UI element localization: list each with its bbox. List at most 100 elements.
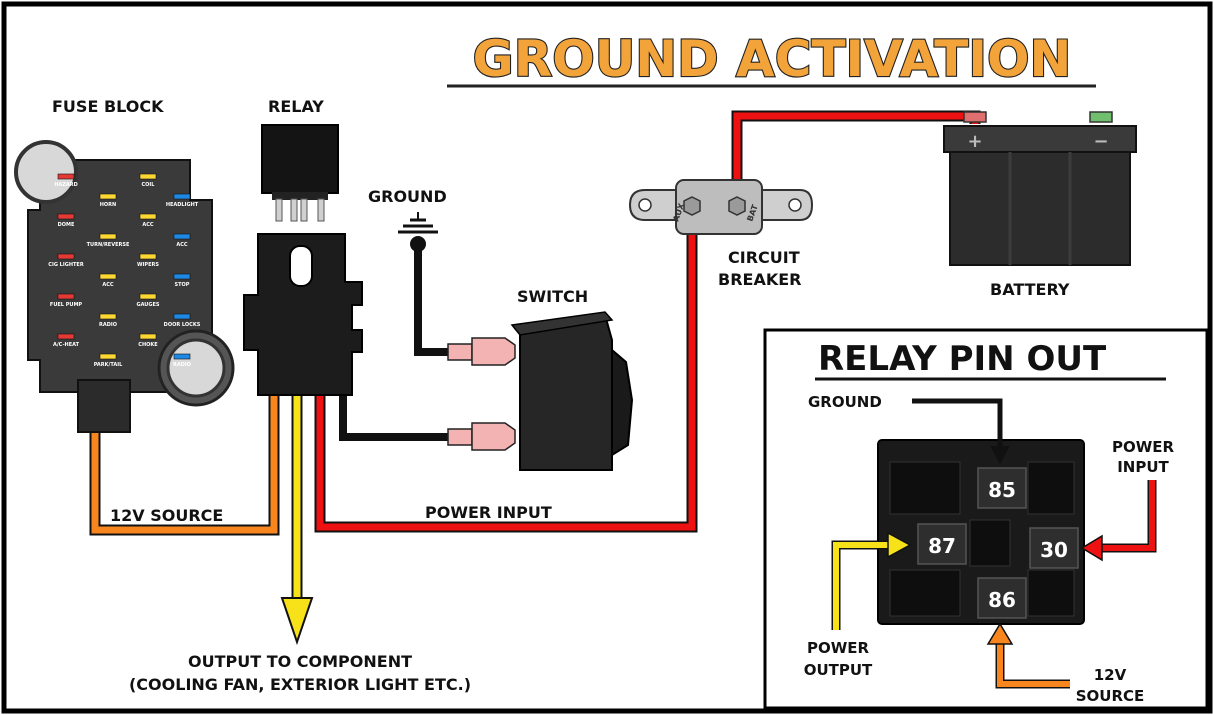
fuse-label: A/C-HEAT [53,342,80,348]
fuse-label: HEADLIGHT [166,202,199,208]
pin-30-label: 30 [1040,538,1068,562]
relay-cube [261,124,339,194]
relay-label: RELAY [268,97,324,116]
circuit-breaker: AUX BAT CIRCUIT BREAKER [628,179,814,289]
ground-symbol: GROUND [368,187,447,252]
fuse [57,253,75,260]
battery-label: BATTERY [990,280,1070,299]
breaker-terminal-bat [728,196,746,216]
power-input-label: POWER INPUT [425,503,552,522]
relay-base [272,192,328,200]
breaker-body [675,179,763,235]
pin-30-slot [1029,527,1079,569]
fuse-block-connector [77,379,131,433]
relay-socket [243,233,363,396]
pinout-power-output-arrow [887,531,912,559]
fuse-label: DOME [58,222,75,228]
fuse [173,193,191,200]
fuse-label: CHOKE [138,342,158,348]
pinout-power-output-line [833,542,890,630]
pinout-source-line [997,642,1070,687]
fuse-label: FUEL PUMP [50,302,83,308]
fuse-label: STOP [175,282,190,288]
pinout-power-input-line1: POWER [1112,438,1175,456]
fuse [99,233,117,240]
pinout-power-output-line2: OUTPUT [804,661,873,679]
fuse [57,173,75,180]
fuse [99,353,117,360]
fuse-label: ACC [176,242,188,248]
battery-negative-post [1089,111,1113,123]
fuse-label: ACC [142,222,154,228]
pinout-ground-line [912,398,1003,448]
wire-relay-switch [339,395,455,441]
fuse-label: PARK/TAIL [94,362,123,368]
fuse-block: HAZARD COIL HORN HEADLIGHT DOME ACC TURN/REVER… [14,97,235,433]
fuse [57,213,75,220]
fuse-grid: HAZARD COIL HORN HEADLIGHT DOME ACC TURN/REVER… [48,173,201,368]
pinout-ground-arrow [990,446,1010,464]
pinout-power-input-line [1100,480,1155,551]
fuse-label: HAZARD [54,182,78,188]
fuse [57,293,75,300]
fuse-block-mount-bottom [166,338,226,398]
wire-power-input [316,212,696,531]
fuse-label: HORN [100,202,116,208]
fuse [57,333,75,340]
fuse-label: WIPERS [137,262,159,268]
ground-label: GROUND [368,187,447,206]
fuse [139,173,157,180]
breaker-label-line1: CIRCUIT [728,248,800,267]
fuse [173,313,191,320]
relay-socket-latch [289,245,313,287]
pin-85-label: 85 [988,478,1016,502]
switch-connector-bottom [447,422,516,451]
switch-label: SWITCH [517,287,588,306]
switch-bezel [510,311,614,336]
page-title: GROUND ACTIVATION [473,30,1072,88]
pin-87-label: 87 [928,534,956,558]
fuse-label: DOOR LOCKS [164,322,201,328]
switch-rocker [611,347,634,457]
fuse [173,273,191,280]
pinout-source-line1: 12V [1094,666,1127,684]
pinout-title: RELAY PIN OUT [818,339,1107,379]
relay: RELAY [243,97,363,396]
battery-case [949,151,1131,266]
relay-pins [275,198,325,222]
fuse-label: CIG LIGHTER [48,262,84,268]
fuse [99,273,117,280]
pin-86-slot [977,577,1027,619]
breaker-label-line2: BREAKER [718,270,801,289]
switch-connector-top [447,337,516,366]
switch-body [519,313,613,471]
pinout-ground-label: GROUND [808,393,882,411]
fuse-label: TURN/REVERSE [87,242,130,248]
fuse [99,193,117,200]
fuse [173,233,191,240]
fuse-label: COIL [142,182,156,188]
fuse-block-mount-top [14,140,78,204]
pinout-power-input-arrow [1080,534,1103,562]
switch: SWITCH [447,287,634,471]
title-group: GROUND ACTIVATION [447,29,1096,89]
pinout-power-input-line2: INPUT [1117,458,1169,476]
fuse [139,213,157,220]
wire-ground-switch [414,245,455,356]
battery-plus: + [967,131,982,152]
relay-pinout-inset: RELAY PIN OUT 85 87 30 86 GROUND POWER I… [763,328,1209,710]
fuse [173,353,191,360]
fuse [139,253,157,260]
fuse [139,293,157,300]
pinout-power-output-line1: POWER [807,639,870,657]
breaker-terminal-aux [683,196,701,216]
battery-positive-post [963,111,987,123]
fuse [139,333,157,340]
output-label-line2: (COOLING FAN, EXTERIOR LIGHT ETC.) [129,675,471,694]
pin-85-slot [977,467,1027,509]
fuse [99,313,117,320]
pinout-source-arrow [986,622,1014,645]
pinout-source-line2: SOURCE [1076,687,1145,705]
pin-86-label: 86 [988,588,1016,612]
